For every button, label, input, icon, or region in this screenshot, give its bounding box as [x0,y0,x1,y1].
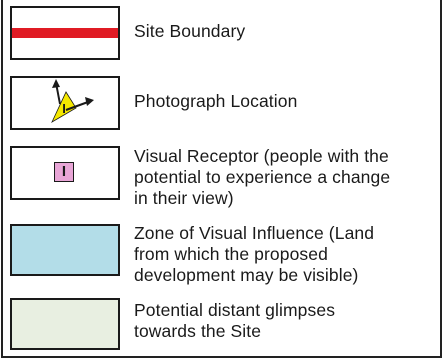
zvi-swatch [10,224,120,276]
visual-receptor-swatch: I [10,146,120,200]
visual-receptor-marker: I [54,162,74,182]
photo-viewpoint-icon: I [51,79,94,123]
photograph-location-swatch: I [10,76,120,130]
photograph-location-label: Photograph Location [134,91,298,111]
distant-glimpses-swatch [10,298,120,350]
site-boundary-label: Site Boundary [134,21,246,41]
red-boundary-line [12,28,118,38]
visual-receptor-label: Visual Receptor (people with the potenti… [134,146,391,208]
zvi-label: Zone of Visual Influence (Land from whic… [134,223,375,285]
distant-glimpses-label: Potential distant glimpses towards the S… [134,300,336,341]
svg-text:I: I [62,101,66,116]
site-boundary-swatch [10,6,120,60]
